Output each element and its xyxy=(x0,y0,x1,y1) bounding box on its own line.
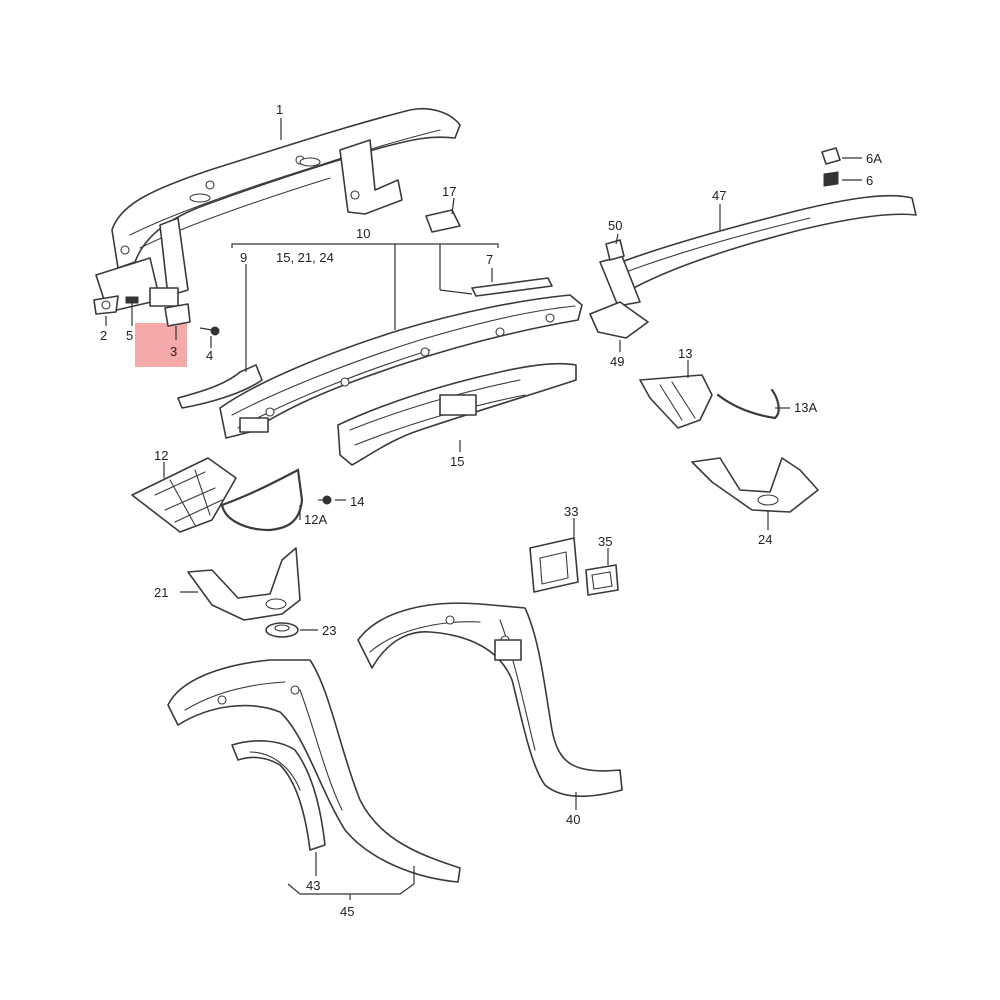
part-33-plate[interactable] xyxy=(529,537,579,593)
part-5-bolt[interactable] xyxy=(125,296,139,316)
part-9-trim[interactable] xyxy=(177,364,263,409)
part-40-wheel-arch[interactable] xyxy=(357,602,623,798)
part-3-bracket[interactable] xyxy=(164,303,191,340)
part-35-plug[interactable] xyxy=(585,564,619,596)
part-14-bolt[interactable] xyxy=(318,495,332,505)
part-4-bolt[interactable] xyxy=(199,326,220,336)
callout-13: 13 xyxy=(678,346,692,361)
callout-10-group: 15, 21, 24 xyxy=(276,250,334,265)
part-1-upper-crossmember[interactable] xyxy=(95,108,461,313)
callout-24: 24 xyxy=(758,532,772,547)
callout-17: 17 xyxy=(442,184,456,199)
callout-50: 50 xyxy=(608,218,622,233)
callout-21: 21 xyxy=(154,585,168,600)
part-10-rear-panel[interactable] xyxy=(219,294,583,439)
callout-3: 3 xyxy=(170,344,177,359)
callout-9: 9 xyxy=(240,250,247,265)
part-23-grommet[interactable] xyxy=(265,622,299,638)
callout-45: 45 xyxy=(340,904,354,919)
callout-40: 40 xyxy=(566,812,580,827)
part-7-strip[interactable] xyxy=(471,277,553,297)
callout-33: 33 xyxy=(564,504,578,519)
highlight-box-part-3 xyxy=(135,323,187,367)
part-43-inner-arch[interactable] xyxy=(231,740,326,851)
part-45-wheel-arch[interactable] xyxy=(167,659,461,883)
callout-1: 1 xyxy=(276,102,283,117)
callout-23: 23 xyxy=(322,623,336,638)
part-6a-clip[interactable] xyxy=(821,147,841,165)
callout-35: 35 xyxy=(598,534,612,549)
part-6-clip[interactable] xyxy=(823,171,839,187)
callout-labels: 1 2 5 3 4 9 10 15, 21, 24 7 17 15 12 12A… xyxy=(100,102,882,919)
part-21-bracket[interactable] xyxy=(187,547,301,621)
callout-14: 14 xyxy=(350,494,364,509)
part-47-roof-rail[interactable] xyxy=(599,194,917,307)
callout-43: 43 xyxy=(306,878,320,893)
part-13a-seal[interactable] xyxy=(716,388,780,420)
leader-lines xyxy=(105,118,862,900)
callout-4: 4 xyxy=(206,348,213,363)
callout-5: 5 xyxy=(126,328,133,343)
part-2-clip[interactable] xyxy=(93,295,119,315)
part-24-bracket[interactable] xyxy=(691,457,819,513)
callout-49: 49 xyxy=(610,354,624,369)
callout-15: 15 xyxy=(450,454,464,469)
callout-13a: 13A xyxy=(794,400,817,415)
callout-6: 6 xyxy=(866,173,873,188)
part-17-clip[interactable] xyxy=(425,209,461,233)
callout-12a: 12A xyxy=(304,512,327,527)
part-12-panel[interactable] xyxy=(131,457,237,533)
callout-6a: 6A xyxy=(866,151,882,166)
callout-2: 2 xyxy=(100,328,107,343)
part-12a-seal[interactable] xyxy=(220,468,304,532)
callout-47: 47 xyxy=(712,188,726,203)
part-49-bracket[interactable] xyxy=(589,301,649,339)
part-50-clip[interactable] xyxy=(605,239,625,261)
callout-12: 12 xyxy=(154,448,168,463)
callout-10: 10 xyxy=(356,226,370,241)
callout-7: 7 xyxy=(486,252,493,267)
part-13-bracket[interactable] xyxy=(639,374,713,429)
part-15-lower-panel[interactable] xyxy=(337,362,577,466)
